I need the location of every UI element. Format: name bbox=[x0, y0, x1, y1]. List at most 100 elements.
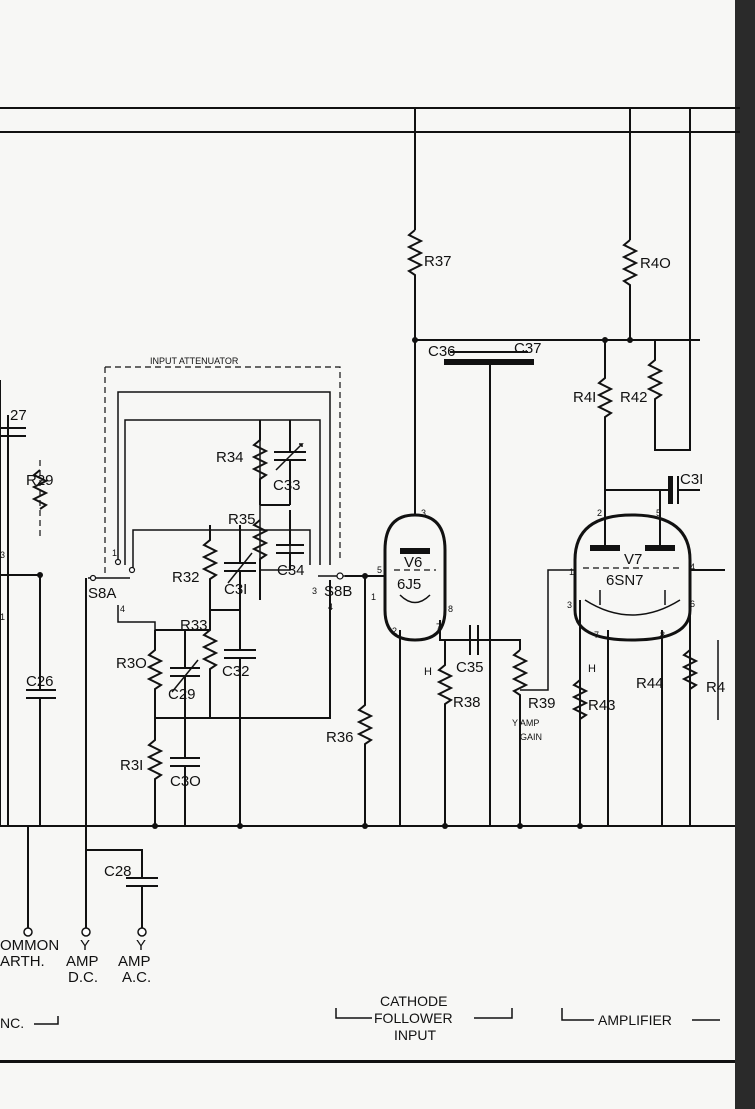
resistor-r40 bbox=[621, 239, 639, 340]
resistor-r35 bbox=[251, 519, 269, 600]
section-label-left: NC. bbox=[0, 1015, 24, 1031]
label-r34: R34 bbox=[216, 449, 244, 466]
label-v6-type: 6J5 bbox=[397, 576, 421, 593]
label-c36: C36 bbox=[428, 343, 456, 360]
label-r39: R39 bbox=[528, 695, 556, 712]
svg-text:OMMON: OMMON bbox=[0, 937, 59, 954]
svg-text:FOLLOWER: FOLLOWER bbox=[374, 1010, 453, 1026]
label-c29: C29 bbox=[168, 686, 196, 703]
label-h-v7: H bbox=[588, 663, 596, 675]
svg-text:ARTH.: ARTH. bbox=[0, 953, 45, 970]
svg-text:Y: Y bbox=[136, 937, 146, 954]
resistor-r44 bbox=[681, 649, 699, 710]
svg-text:Y AMP: Y AMP bbox=[512, 718, 539, 728]
terminal-y-amp-dc[interactable] bbox=[81, 927, 91, 937]
svg-text:4: 4 bbox=[690, 562, 695, 572]
svg-text:3: 3 bbox=[312, 586, 317, 596]
resistor-r31 bbox=[146, 718, 164, 825]
label-c37: C37 bbox=[514, 340, 542, 357]
svg-text:1: 1 bbox=[0, 612, 5, 622]
capacitor-c26 bbox=[0, 574, 56, 825]
capacitor-c31-right bbox=[668, 476, 673, 504]
tube-v7-envelope bbox=[573, 513, 692, 642]
svg-text:3: 3 bbox=[421, 508, 426, 518]
svg-text:D.C.: D.C. bbox=[68, 969, 98, 986]
svg-text:GAIN: GAIN bbox=[520, 732, 542, 742]
svg-text:Y: Y bbox=[80, 937, 90, 954]
svg-text:7: 7 bbox=[594, 630, 599, 640]
wire-r39-wiper bbox=[520, 569, 575, 691]
label-r41: R4I bbox=[573, 389, 596, 406]
svg-text:5: 5 bbox=[656, 508, 661, 518]
label-c34: C34 bbox=[277, 562, 305, 579]
section-label-amplifier: AMPLIFIER bbox=[598, 1012, 672, 1028]
svg-text:4: 4 bbox=[120, 604, 125, 614]
section-label-cathode: CATHODE bbox=[380, 993, 447, 1009]
attenuator-enclosure bbox=[104, 366, 341, 575]
resistor-r39 bbox=[511, 649, 529, 825]
capacitor-c27 bbox=[0, 427, 26, 437]
label-c35: C35 bbox=[456, 659, 484, 676]
svg-text:1: 1 bbox=[112, 548, 117, 558]
label-r36: R36 bbox=[326, 729, 354, 746]
resistor-r32 bbox=[201, 525, 219, 610]
label-c26: C26 bbox=[26, 673, 54, 690]
capacitor-c34 bbox=[276, 510, 304, 570]
label-r38: R38 bbox=[453, 694, 481, 711]
label-v6: V6 bbox=[404, 554, 422, 571]
capacitor-c31 bbox=[224, 525, 256, 610]
capacitor-c36-plate bbox=[444, 359, 534, 365]
terminal-y-amp-ac[interactable] bbox=[137, 927, 147, 937]
label-r42: R42 bbox=[620, 389, 648, 406]
label-c28: C28 bbox=[104, 863, 132, 880]
resistor-r43 bbox=[571, 679, 589, 740]
svg-text:8: 8 bbox=[448, 604, 453, 614]
label-s8b: S8B bbox=[324, 583, 352, 600]
resistor-r36 bbox=[356, 576, 374, 825]
tube-v6-anode bbox=[400, 548, 430, 554]
resistor-r38 bbox=[436, 640, 454, 825]
capacitor-c28 bbox=[86, 849, 158, 928]
tube-v7-anode-a bbox=[590, 545, 620, 551]
label-h-v6: H bbox=[424, 666, 432, 678]
label-r44: R44 bbox=[636, 675, 664, 692]
resistor-r30 bbox=[146, 630, 164, 718]
resistor-r33 bbox=[201, 610, 219, 718]
label-c32: C32 bbox=[222, 663, 250, 680]
svg-text:INPUT: INPUT bbox=[394, 1027, 436, 1043]
svg-text:4: 4 bbox=[328, 602, 333, 612]
resistor-r34 bbox=[251, 420, 269, 505]
resistor-r29 bbox=[31, 469, 49, 510]
svg-text:1: 1 bbox=[371, 592, 376, 602]
label-r31: R3I bbox=[120, 757, 143, 774]
bottom-border bbox=[0, 1060, 735, 1063]
tube-v6-envelope bbox=[383, 513, 447, 642]
svg-text:7: 7 bbox=[436, 622, 441, 632]
svg-text:5: 5 bbox=[377, 565, 382, 575]
label-r43: R43 bbox=[588, 697, 616, 714]
capacitor-c30 bbox=[170, 718, 200, 825]
svg-text:3: 3 bbox=[0, 550, 5, 560]
label-r37: R37 bbox=[424, 253, 452, 270]
label-r45-partial: R4 bbox=[706, 679, 725, 696]
svg-text:AMP: AMP bbox=[66, 953, 99, 970]
resistor-r37 bbox=[406, 229, 424, 345]
label-r29: R29 bbox=[26, 472, 54, 489]
label-r32: R32 bbox=[172, 569, 200, 586]
capacitor-c32 bbox=[224, 610, 256, 825]
capacitor-c29 bbox=[170, 630, 200, 718]
page-edge bbox=[735, 0, 755, 1109]
terminal-common-earth[interactable] bbox=[23, 927, 33, 937]
label-c31-right: C3I bbox=[680, 471, 703, 488]
svg-text:3: 3 bbox=[567, 600, 572, 610]
label-input-attenuator: INPUT ATTENUATOR bbox=[150, 356, 239, 366]
svg-text:1: 1 bbox=[569, 567, 574, 577]
svg-text:2: 2 bbox=[392, 626, 397, 636]
svg-text:6: 6 bbox=[690, 599, 695, 609]
svg-text:A.C.: A.C. bbox=[122, 969, 151, 986]
tube-v7-anode-b bbox=[645, 545, 675, 551]
label-v7: V7 bbox=[624, 551, 642, 568]
resistor-r41 bbox=[596, 340, 614, 515]
